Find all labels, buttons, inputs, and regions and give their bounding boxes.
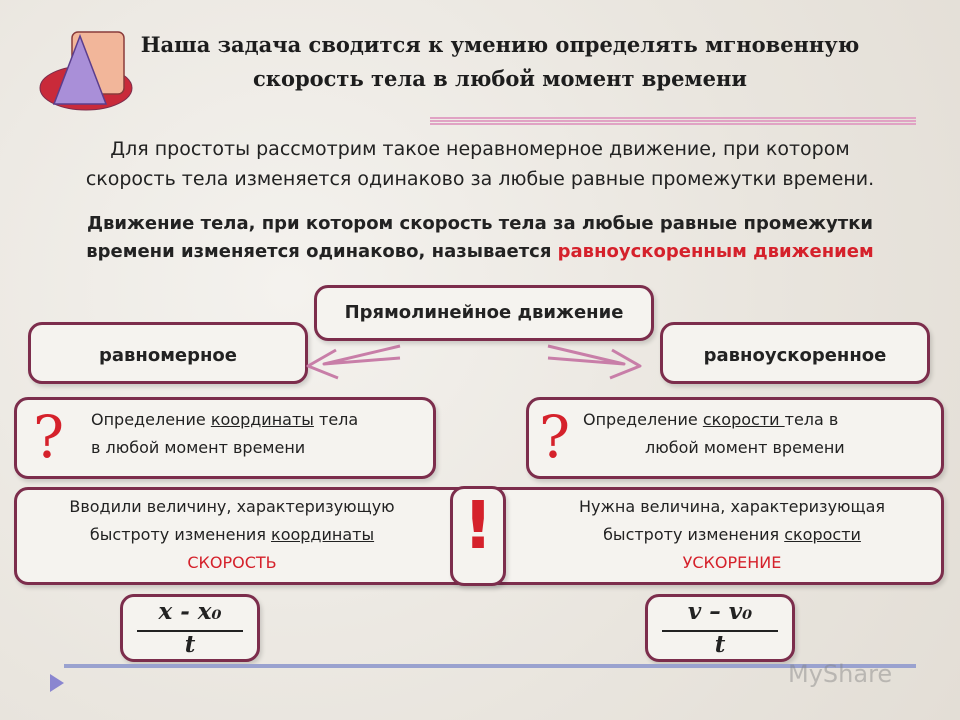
title-line-1: Наша задача сводится к умению определять… — [140, 32, 860, 57]
uniform-motion-label: равномерное — [98, 345, 238, 366]
acceleration-answer-line-1: Нужна величина, характеризующая — [578, 497, 885, 516]
velocity-question-line-2: любой момент времени — [645, 438, 845, 457]
logo-shapes-icon — [39, 31, 133, 111]
question-mark-right: ? — [539, 403, 571, 471]
watermark: MyShare — [788, 660, 892, 688]
acceleration-answer-line-2: быстроту изменения скорости — [517, 521, 947, 549]
intro-line-1: Для простоты рассмотрим такое неравномер… — [110, 138, 850, 160]
velocity-question-text-b: тела в — [784, 410, 839, 429]
definition-line-1: Движение тела, при котором скорость тела… — [86, 213, 874, 234]
speed-formula-denominator: t — [184, 631, 196, 658]
velocity-question-text-a: Определение — [583, 410, 703, 429]
definition-line-2: времени изменяется одинаково, называется… — [14, 238, 946, 266]
right-arrow-icon — [547, 344, 642, 380]
coordinate-question-underlined: координаты — [210, 410, 314, 429]
speed-answer-underlined: координаты — [271, 525, 375, 544]
acceleration-formula-box: v – v₀ t — [645, 594, 795, 662]
acceleration-formula-numerator: v – v₀ — [687, 598, 753, 625]
coordinate-question-text-a: Определение — [91, 410, 211, 429]
speed-answer-line-1: Вводили величину, характеризующую — [69, 497, 395, 516]
exclamation-box: ! — [450, 486, 506, 586]
linear-motion-box: Прямолинейное движение — [314, 285, 654, 341]
speed-answer: Вводили величину, характеризующую быстро… — [17, 493, 447, 577]
question-mark-left: ? — [33, 403, 65, 471]
coordinate-question-text-b: тела — [313, 410, 359, 429]
accelerated-motion-label: равноускоренное — [703, 345, 887, 366]
velocity-question-box: ? Определение скорости тела в любой моме… — [526, 397, 944, 479]
title-line-2: скорость тела в любой момент времени — [253, 66, 747, 91]
definition-text: Движение тела, при котором скорость тела… — [14, 210, 946, 266]
page-title: Наша задача сводится к умению определять… — [130, 28, 870, 96]
definition-line-2-prefix: времени изменяется одинаково, называется — [86, 241, 558, 262]
speed-answer-text: быстроту изменения — [89, 525, 272, 544]
acceleration-answer-underlined: скорости — [784, 525, 861, 544]
speed-formula-box: x - x₀ t — [120, 594, 260, 662]
acceleration-formula-denominator: t — [714, 631, 726, 658]
branch-arrows — [306, 344, 642, 380]
uniform-motion-box: равномерное — [28, 322, 308, 384]
title-divider — [430, 117, 916, 125]
velocity-question-underlined: скорости — [702, 410, 785, 429]
nav-triangle-icon — [50, 674, 64, 692]
bottom-divider — [50, 664, 916, 692]
intro-text: Для простоты рассмотрим такое неравномер… — [20, 134, 940, 194]
coordinate-question-line-2: в любой момент времени — [91, 438, 306, 457]
speed-term: СКОРОСТЬ — [187, 553, 277, 572]
speed-answer-line-2: быстроту изменения координаты — [17, 521, 447, 549]
acceleration-term: УСКОРЕНИЕ — [682, 553, 782, 572]
acceleration-answer-text: быстроту изменения — [603, 525, 785, 544]
linear-motion-label: Прямолинейное движение — [344, 302, 624, 323]
speed-formula-bar — [137, 630, 243, 632]
definition-term: равноускоренным движением — [557, 241, 874, 262]
exclamation-mark: ! — [462, 487, 494, 564]
coordinate-question-box: ? Определение координаты тела в любой мо… — [14, 397, 436, 479]
watermark-text: MyShare — [788, 660, 893, 688]
accelerated-motion-box: равноускоренное — [660, 322, 930, 384]
acceleration-answer: Нужна величина, характеризующая быстроту… — [517, 493, 947, 577]
velocity-question-line-1: Определение скорости тела в — [583, 406, 838, 434]
intro-line-2: скорость тела изменяется одинаково за лю… — [85, 168, 875, 190]
speed-formula-numerator: x - x₀ — [158, 598, 222, 625]
coordinate-question-line-1: Определение координаты тела — [91, 406, 358, 434]
acceleration-formula-bar — [662, 630, 778, 632]
left-arrow-icon — [306, 344, 401, 380]
